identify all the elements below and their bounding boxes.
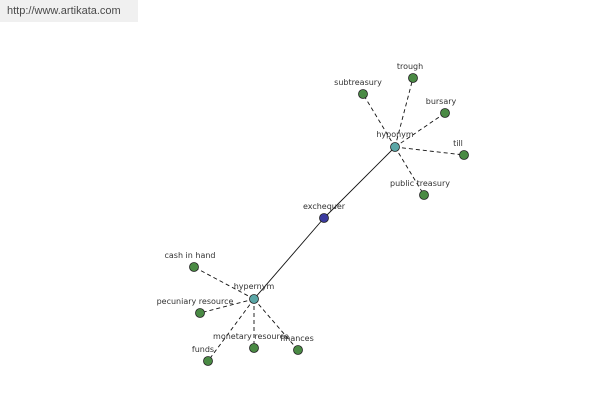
- labels-layer: subtreasury trough bursary till public treas…: [157, 62, 463, 354]
- leaf-label-funds: funds: [192, 345, 214, 354]
- center-node-exchequer[interactable]: [319, 213, 329, 223]
- edge-hypernym-pecuniary-resource: [199, 298, 255, 314]
- leaf-node-pecuniary-resource[interactable]: [195, 308, 205, 318]
- hub-label-hyponym: hyponym: [376, 130, 414, 139]
- edge-exchequer-hyponym: [323, 146, 396, 219]
- leaf-label-public-treasury: public treasury: [390, 179, 450, 188]
- nodes-layer: [189, 73, 469, 366]
- leaf-label-monetary-resource: monetary resource: [213, 332, 289, 341]
- edge-exchequer-hypernym: [253, 217, 325, 300]
- leaf-node-funds[interactable]: [203, 356, 213, 366]
- leaf-node-bursary[interactable]: [440, 108, 450, 118]
- hub-label-hypernym: hypernym: [234, 282, 275, 291]
- hub-node-hyponym[interactable]: [390, 142, 400, 152]
- leaf-node-public-treasury[interactable]: [419, 190, 429, 200]
- edges-layer: [193, 77, 465, 362]
- source-banner: http://www.artikata.com: [0, 0, 138, 22]
- leaf-node-cash-in-hand[interactable]: [189, 262, 199, 272]
- leaf-label-till: till: [453, 139, 463, 148]
- source-link[interactable]: http://www.artikata.com: [7, 5, 121, 17]
- edge-hyponym-public-treasury: [394, 146, 425, 196]
- hub-node-hypernym[interactable]: [249, 294, 259, 304]
- edge-hypernym-cash-in-hand: [193, 266, 255, 300]
- leaf-node-trough[interactable]: [408, 73, 418, 83]
- leaf-node-till[interactable]: [459, 150, 469, 160]
- edge-hyponym-till: [394, 146, 465, 156]
- edge-hyponym-bursary: [394, 112, 446, 148]
- leaf-label-pecuniary-resource: pecuniary resource: [157, 297, 234, 306]
- edge-hyponym-subtreasury: [362, 93, 396, 148]
- leaf-label-finances: finances: [280, 334, 314, 343]
- leaf-label-bursary: bursary: [426, 97, 457, 106]
- edge-hypernym-finances: [253, 298, 299, 351]
- edge-hyponym-trough: [394, 77, 414, 148]
- leaf-label-subtreasury: subtreasury: [334, 78, 382, 87]
- edge-hypernym-funds: [207, 298, 255, 362]
- leaf-node-finances[interactable]: [293, 345, 303, 355]
- leaf-node-monetary-resource[interactable]: [249, 343, 259, 353]
- center-label-exchequer: exchequer: [303, 202, 346, 211]
- leaf-node-subtreasury[interactable]: [358, 89, 368, 99]
- leaf-label-cash-in-hand: cash in hand: [164, 251, 215, 260]
- leaf-label-trough: trough: [397, 62, 423, 71]
